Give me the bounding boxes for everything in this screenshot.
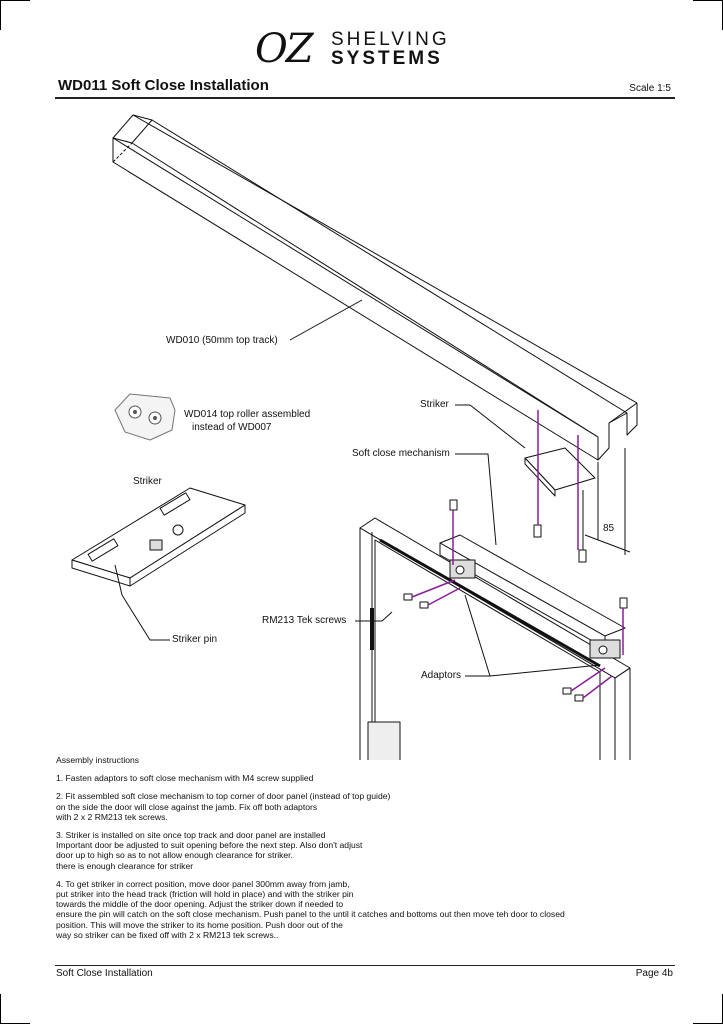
instruction-line: Important door be adjusted to suit openi… (56, 840, 363, 851)
striker-detail-drawing (71, 487, 246, 641)
instruction-line: 4. To get striker in correct position, m… (56, 878, 350, 889)
instructions-heading: Assembly instructions (56, 755, 140, 765)
door-panel-drawing (359, 517, 631, 760)
label-adaptors: Adaptors (421, 670, 462, 681)
alignment-lines (411, 410, 624, 699)
page-number: Page 4b (635, 968, 673, 979)
instruction-line: 3. Striker is installed on site once top… (56, 830, 326, 841)
instruction-line: 2. Fit assembled soft close mechanism to… (56, 791, 391, 802)
crop-mark (693, 0, 723, 1)
instruction-line: on the side the door will close against … (56, 801, 318, 812)
label-striker-left: Striker (133, 476, 162, 487)
label-top-roller-line2: instead of WD007 (192, 422, 272, 433)
instruction-line: with 2 x 2 RM213 tek screws. (56, 811, 168, 822)
dimension-85 (584, 448, 631, 555)
logo-mark: OZ (255, 26, 314, 72)
installation-drawing (71, 114, 638, 760)
label-tek-screws: RM213 Tek screws (262, 615, 347, 626)
label-dimension: 85 (603, 523, 615, 534)
page-title: WD011 Soft Close Installation (58, 77, 269, 94)
label-striker-pin: Striker pin (172, 634, 218, 645)
striker-assembly-drawing (524, 447, 596, 563)
logo-line2: SYSTEMS (331, 48, 443, 69)
instruction-line: towards the middle of the door opening. … (56, 899, 344, 910)
scale-label: Scale 1:5 (629, 83, 671, 94)
instruction-line: ensure the pin will catch on the soft cl… (56, 909, 565, 920)
crop-mark (0, 0, 1, 30)
header-rule (55, 97, 675, 99)
footer-rule (55, 965, 675, 966)
instruction-step: 1. Fasten adaptors to soft close mechani… (56, 773, 656, 783)
instruction-line: there is enough clearance for striker (56, 860, 194, 871)
instruction-step: 2. Fit assembled soft close mechanism to… (56, 791, 656, 822)
label-top-track: WD010 (50mm top track) (166, 335, 278, 346)
crop-mark (0, 0, 30, 1)
instruction-line: 1. Fasten adaptors to soft close mechani… (56, 773, 314, 784)
instruction-line: put striker into the head track (frictio… (56, 889, 354, 900)
label-top-roller-line1: WD014 top roller assembled (184, 409, 311, 420)
soft-close-drawing (439, 534, 626, 659)
footer-left: Soft Close Installation (56, 968, 153, 979)
instruction-step: 3. Striker is installed on site once top… (56, 830, 656, 871)
instruction-line: way so striker can be fixed off with 2 x… (56, 929, 279, 940)
logo-line1: SHELVING (331, 29, 450, 50)
instruction-line: door up to high so as to not allow enoug… (56, 850, 293, 861)
crop-mark (0, 994, 1, 1024)
top-track-drawing (112, 114, 638, 461)
label-soft-close: Soft close mechanism (352, 448, 450, 459)
top-roller-drawing (114, 393, 176, 441)
instruction-step: 4. To get striker in correct position, m… (56, 879, 656, 940)
company-logo: OZ SHELVING SYSTEMS (255, 26, 470, 72)
leader-lines (289, 299, 601, 677)
instruction-line: position. This will move the striker to … (56, 919, 343, 930)
screw-drawings (403, 499, 628, 702)
label-striker-top: Striker (420, 399, 449, 410)
assembly-instructions: Assembly instructions 1. Fasten adaptors… (56, 755, 656, 948)
